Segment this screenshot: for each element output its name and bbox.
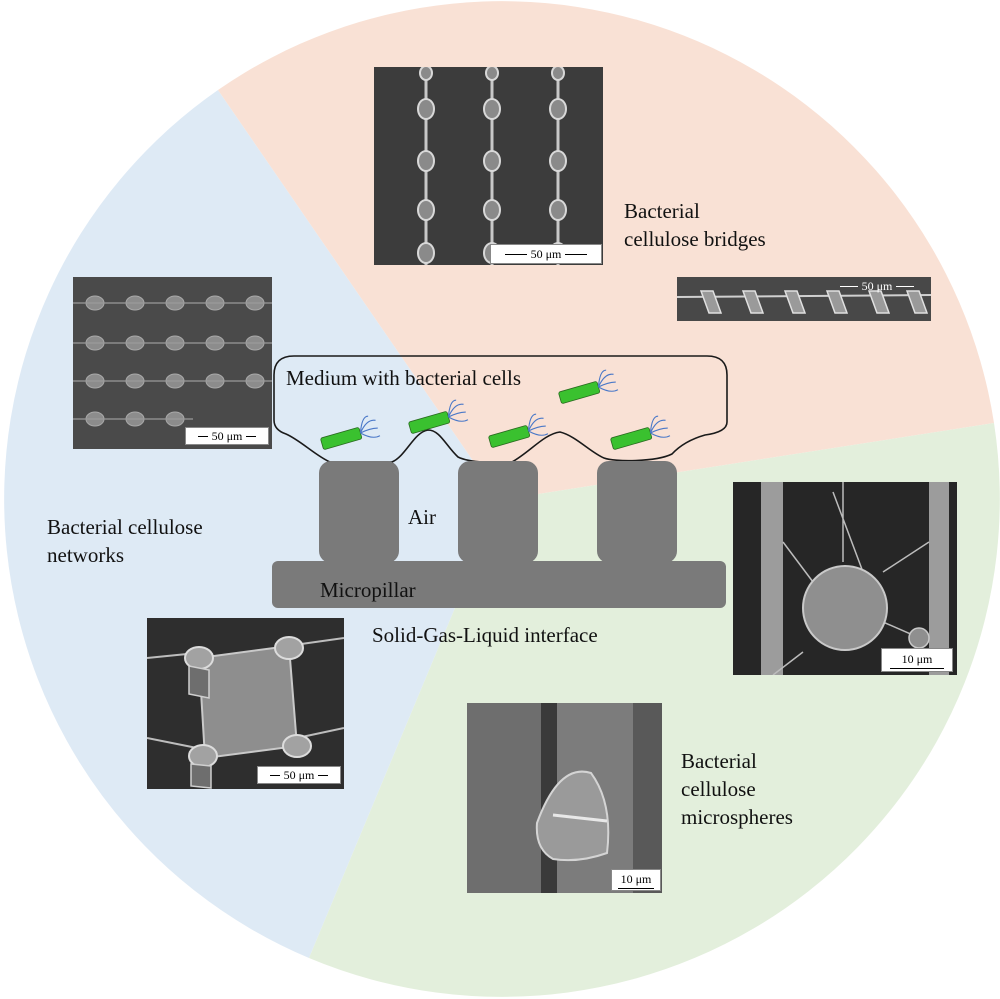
micrograph-microsphere-large: 10 μm [733, 482, 957, 675]
micropillar-label: Micropillar [320, 578, 416, 602]
networks-label-line1: Bacterial cellulose [47, 515, 203, 539]
micrograph-bridges-side: 50 μm [677, 277, 931, 321]
microspheres-label-line2: cellulose [681, 777, 756, 801]
scale-bar-networks-top: 50 μm [185, 427, 269, 445]
scale-bar-bridges-side: 50 μm [827, 278, 927, 294]
interface-label: Solid-Gas-Liquid interface [372, 623, 598, 647]
bridges-label-line2: cellulose bridges [624, 227, 766, 251]
bacterium-2 [408, 399, 469, 434]
micrograph-bridges-top: 50 μm [374, 67, 603, 265]
bacterium-4 [558, 369, 619, 404]
scale-bar-networks-oblique: 50 μm [257, 766, 341, 784]
scale-text: 50 μm [211, 428, 243, 443]
scale-bar-bridges-top: 50 μm [490, 244, 602, 264]
scale-text: 50 μm [283, 767, 315, 782]
scale-text: 50 μm [861, 278, 893, 293]
medium-label: Medium with bacterial cells [286, 366, 522, 390]
micropillar-1 [319, 461, 399, 563]
bacterium-1 [320, 415, 381, 450]
microspheres-label-line3: microspheres [681, 805, 793, 829]
micrograph-networks-oblique: 50 μm [147, 618, 344, 789]
micropillar-3 [597, 461, 677, 563]
micropillar-2 [458, 461, 538, 563]
scale-bar-microsphere-large: 10 μm [881, 648, 953, 672]
scale-bar-microsphere-small: 10 μm [611, 869, 661, 891]
bridges-label-line1: Bacterial [624, 199, 700, 223]
microspheres-label-line1: Bacterial [681, 749, 757, 773]
scale-text: 10 μm [620, 871, 652, 886]
micrograph-microsphere-small: 10 μm [467, 703, 662, 893]
air-label: Air [408, 505, 436, 529]
scale-text: 10 μm [901, 651, 933, 666]
bacterium-5 [610, 415, 671, 450]
micropillar-base [272, 561, 726, 608]
micrograph-networks-top: 50 μm [73, 277, 272, 449]
scale-text: 50 μm [530, 246, 562, 261]
networks-label-line2: networks [47, 543, 124, 567]
bacterium-3 [488, 413, 549, 448]
